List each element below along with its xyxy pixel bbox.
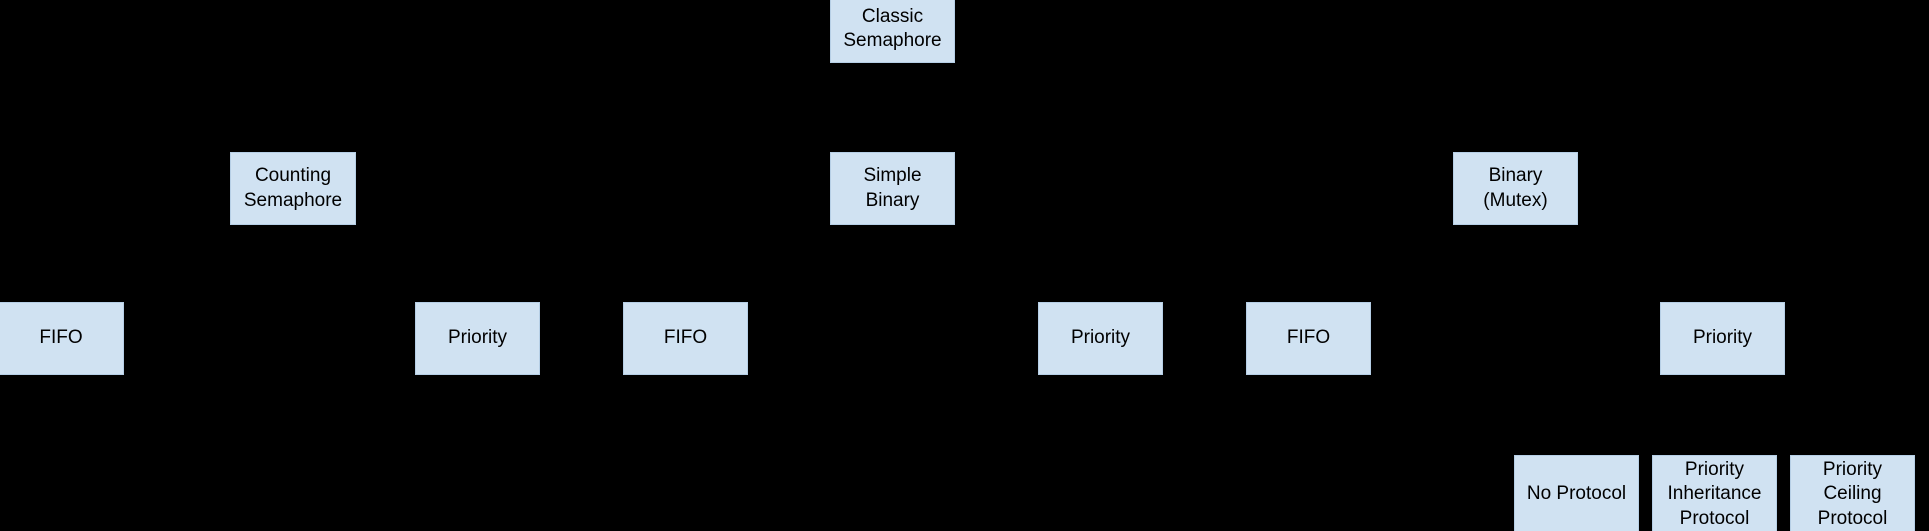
node-label-classic-semaphore: Classic Semaphore (843, 5, 942, 51)
node-priority-inheritance-protocol[interactable]: Priority Inheritance Protocol (1652, 455, 1777, 531)
node-label-counting-priority: Priority (447, 327, 508, 349)
node-label-simple-binary-priority: Priority (1070, 327, 1131, 349)
edge-mutex-priority-to-no-protocol (1576, 375, 1723, 455)
node-label-simple-binary-fifo: FIFO (663, 327, 708, 349)
node-priority-ceiling-protocol[interactable]: Priority Ceiling Protocol (1790, 455, 1915, 531)
edge-mutex-priority-to-priority-ceiling-protocol (1722, 375, 1853, 455)
node-label-no-protocol: No Protocol (1526, 483, 1627, 505)
edge-classic-semaphore-to-binary-mutex (892, 63, 1516, 152)
node-classic-semaphore[interactable]: Classic Semaphore (830, 0, 955, 63)
edge-counting-semaphore-to-counting-fifo (60, 225, 294, 302)
node-label-counting-semaphore: Counting Semaphore (243, 165, 343, 211)
node-counting-fifo[interactable]: FIFO (0, 302, 124, 375)
edge-counting-semaphore-to-counting-priority (292, 225, 478, 302)
node-label-priority-ceiling-protocol: Priority Ceiling Protocol (1817, 459, 1888, 529)
edge-simple-binary-to-simple-binary-priority (892, 225, 1101, 302)
node-simple-binary-fifo[interactable]: FIFO (623, 302, 748, 375)
node-counting-priority[interactable]: Priority (415, 302, 540, 375)
edge-binary-mutex-to-mutex-fifo (1308, 225, 1516, 302)
edge-classic-semaphore-to-counting-semaphore (292, 63, 893, 152)
node-simple-binary-priority[interactable]: Priority (1038, 302, 1163, 375)
node-label-mutex-priority: Priority (1692, 327, 1753, 349)
node-simple-binary[interactable]: Simple Binary (830, 152, 955, 225)
node-no-protocol[interactable]: No Protocol (1514, 455, 1639, 531)
node-label-simple-binary: Simple Binary (863, 165, 922, 211)
node-counting-semaphore[interactable]: Counting Semaphore (230, 152, 356, 225)
node-mutex-fifo[interactable]: FIFO (1246, 302, 1371, 375)
edge-mutex-priority-to-priority-inheritance-protocol (1714, 375, 1723, 455)
node-label-mutex-fifo: FIFO (1286, 327, 1331, 349)
node-label-counting-fifo: FIFO (39, 327, 83, 349)
edge-simple-binary-to-simple-binary-fifo (685, 225, 893, 302)
node-label-binary-mutex: Binary (Mutex) (1483, 165, 1548, 211)
node-binary-mutex[interactable]: Binary (Mutex) (1453, 152, 1578, 225)
node-label-priority-inheritance-protocol: Priority Inheritance Protocol (1667, 459, 1762, 529)
edge-binary-mutex-to-mutex-priority (1515, 225, 1723, 302)
node-mutex-priority[interactable]: Priority (1660, 302, 1785, 375)
